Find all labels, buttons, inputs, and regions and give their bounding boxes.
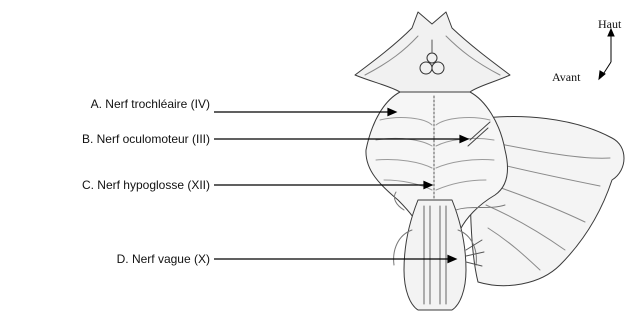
medulla bbox=[404, 200, 466, 310]
label-hypoglossal-nerve: C. Nerf hypoglosse (XII) bbox=[82, 178, 210, 192]
orientation-front-label: Avant bbox=[552, 70, 580, 85]
label-trochlear-nerve: A. Nerf trochléaire (IV) bbox=[91, 97, 210, 111]
label-vagus-nerve: D. Nerf vague (X) bbox=[117, 252, 210, 266]
orientation-up-label: Haut bbox=[598, 17, 621, 32]
label-oculomotor-nerve: B. Nerf oculomoteur (III) bbox=[82, 132, 210, 146]
